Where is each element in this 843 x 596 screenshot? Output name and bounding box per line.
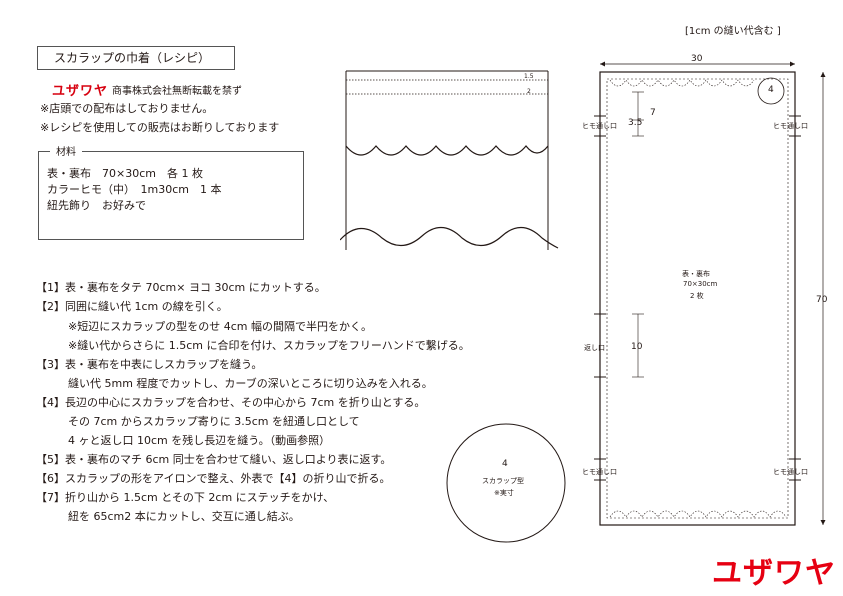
pattern-center-size: 70×30cm: [683, 280, 718, 288]
pattern-height-label: 70: [816, 295, 828, 305]
recipe-title: スカラップの巾着（レシピ）: [37, 46, 235, 70]
step-4-detail-a: その 7cm からスカラップ寄りに 3.5cm を紐通し口として: [68, 415, 360, 428]
step-7: 【7】折り山から 1.5cm とその下 2cm にステッチをかけ、: [36, 491, 335, 504]
label-cord-opening-bottom-right: ヒモ通し口: [773, 468, 808, 476]
dim-label-cord-3-5: 3.5: [628, 118, 643, 128]
label-return-opening: 返し口: [584, 344, 605, 352]
template-actual-size-note: ※実寸: [494, 489, 514, 497]
step-4: 【4】長辺の中心にスカラップを合わせ、その中心から 7cm を折り山とする。: [36, 396, 426, 409]
copyright-text: 商事株式会社無断転載を禁ず: [112, 86, 242, 97]
step-3: 【3】表・裏布を中表にしスカラップを縫う。: [36, 358, 263, 371]
seam-allowance-note: [1cm の縫い代含む ]: [685, 26, 781, 37]
step-4-detail-b: 4 ヶと返し口 10cm を残し長辺を縫う。（動画参照）: [68, 434, 331, 447]
label-cord-opening-bottom-left: ヒモ通し口: [582, 468, 617, 476]
dim-label-return-10: 10: [631, 342, 643, 352]
pattern-width-label: 30: [691, 54, 703, 64]
dim-label-fold-7: 7: [650, 108, 656, 118]
label-cord-opening-top-right: ヒモ通し口: [773, 122, 808, 130]
pattern-piece-diagram: [594, 61, 826, 526]
brand-logo-small: ユザワヤ: [52, 84, 109, 99]
label-cord-opening-top-left: ヒモ通し口: [582, 122, 617, 130]
pattern-template-circle-label: 4: [768, 85, 774, 95]
brand-logo-large: ユザワヤ: [712, 556, 836, 591]
step-6: 【6】スカラップの形をアイロンで整え、外表で【4】の折り山で折る。: [36, 472, 391, 485]
scallop-edge-diagram: [340, 70, 559, 250]
pattern-center-fabric: 表・裏布: [682, 270, 710, 278]
notice-no-store-distribution: ※店頭での配布はしておりません。: [40, 102, 214, 115]
step-3-detail: 縫い代 5mm 程度でカットし、カーブの深いところに切り込みを入れる。: [68, 377, 433, 390]
materials-label: 材料: [50, 143, 82, 158]
dim-label-1-5: 1.5: [524, 73, 534, 80]
template-size-label: 4: [502, 459, 508, 469]
dim-label-2: 2: [527, 88, 531, 95]
scallop-template-circle: [446, 423, 566, 543]
template-name-label: スカラップ型: [482, 477, 524, 485]
step-2: 【2】同囲に縫い代 1cm の線を引く。: [36, 300, 228, 313]
material-cord-ends: 紐先飾り お好みで: [47, 199, 146, 212]
step-2-note-b: ※縫い代からさらに 1.5cm に合印を付け、スカラップをフリーハンドで繋げる。: [68, 339, 470, 352]
notice-no-resale: ※レシピを使用しての販売はお断りしております: [40, 121, 280, 134]
materials-box: [38, 151, 304, 240]
step-1: 【1】表・裏布をタテ 70cm× ヨコ 30cm にカットする。: [36, 281, 326, 294]
material-fabric: 表・裏布 70×30cm 各 1 枚: [47, 167, 203, 180]
step-5: 【5】表・裏布のマチ 6cm 同士を合わせて縫い、返し口より表に返す。: [36, 453, 392, 466]
step-2-note-a: ※短辺にスカラップの型をのせ 4cm 幅の間隔で半円をかく。: [68, 320, 372, 333]
material-cord: カラーヒモ（中） 1m30cm 1 本: [47, 183, 222, 196]
step-7-detail: 紐を 65cm2 本にカットし、交互に通し結ぶ。: [68, 510, 300, 523]
pattern-center-count: 2 枚: [690, 292, 704, 300]
